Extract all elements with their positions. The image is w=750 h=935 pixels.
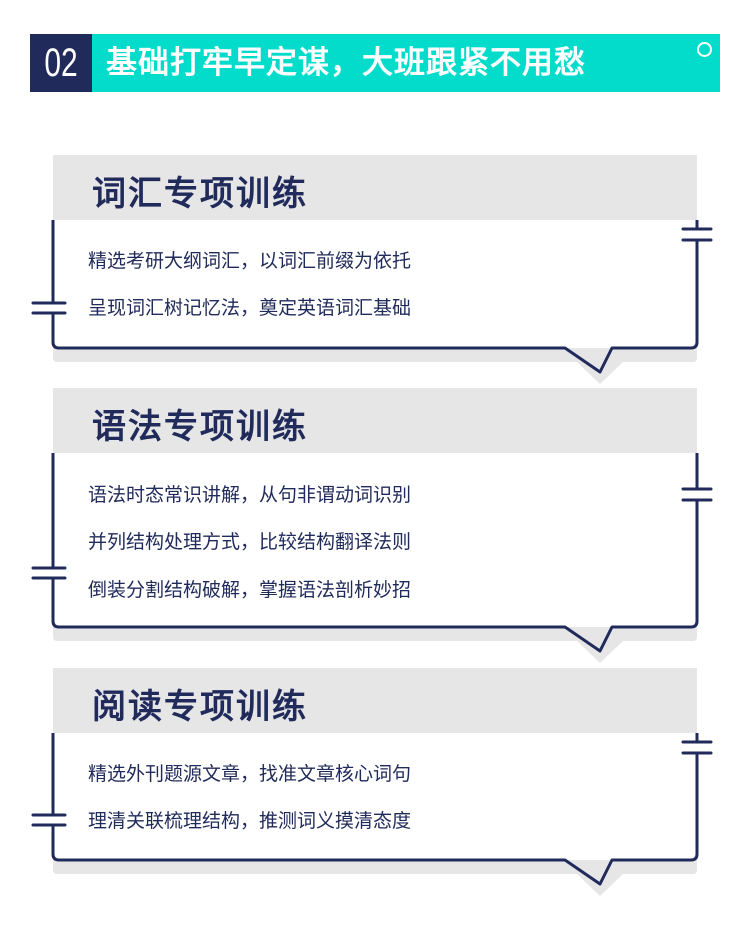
card-line: 倒装分割结构破解，掌握语法剖析妙招 (88, 579, 412, 601)
card-header (53, 155, 697, 220)
card-header (53, 668, 697, 733)
capacitor-left-icon (31, 566, 67, 580)
capacitor-right-icon (681, 227, 713, 242)
card-title-reading: 阅读专项训练 (92, 687, 308, 727)
card-body (53, 328, 697, 348)
section-banner: 02 基础打牢早定谋，大班跟紧不用愁 (30, 34, 720, 92)
capacitor-right-icon (681, 487, 713, 502)
circle-decoration-icon (697, 42, 712, 57)
card-border (51, 240, 699, 374)
capacitor-left-icon (31, 301, 67, 315)
card-border (51, 500, 699, 653)
card-line: 精选考研大纲词汇，以词汇前缀为依托 (88, 250, 412, 272)
card-line: 理清关联梳理结构，推测词义摸清态度 (88, 810, 412, 832)
card-body (53, 607, 697, 627)
section-number-badge: 02 (30, 34, 92, 92)
card-body (53, 840, 697, 860)
card-line: 语法时态常识讲解，从句非谓动词识别 (88, 484, 412, 506)
card-title-grammar: 语法专项训练 (92, 407, 308, 447)
card-border (51, 753, 699, 886)
capacitor-left-icon (31, 813, 67, 827)
card-line: 精选外刊题源文章，找准文章核心词句 (88, 763, 412, 785)
card-header (53, 388, 697, 453)
card-line: 并列结构处理方式，比较结构翻译法则 (88, 531, 412, 553)
section-title: 基础打牢早定谋，大班跟紧不用愁 (106, 45, 586, 81)
card-line: 呈现词汇树记忆法，奠定英语词汇基础 (88, 297, 412, 319)
capacitor-right-icon (681, 740, 713, 755)
card-title-vocabulary: 词汇专项训练 (92, 174, 308, 214)
section-number: 02 (37, 34, 85, 92)
